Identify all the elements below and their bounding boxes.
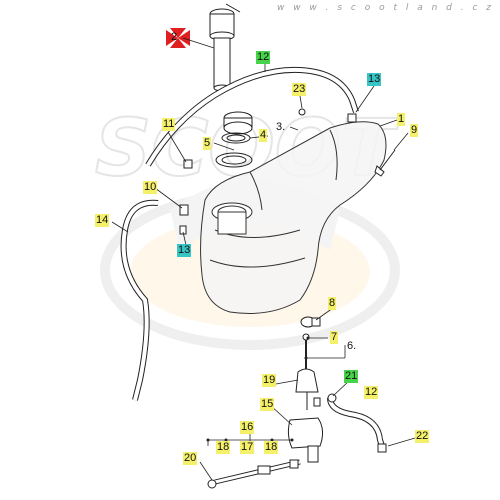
- screw-9: [374, 149, 396, 177]
- leader-lines: [111, 37, 416, 481]
- clip-11: [183, 159, 193, 169]
- fuel-pipe-assembly: [207, 459, 301, 489]
- leader-dots: [206, 336, 310, 442]
- callout-19: 19: [262, 374, 277, 387]
- callout-22: 22: [415, 430, 430, 443]
- callout-13b: 13: [177, 244, 192, 257]
- callout-9: 9: [410, 124, 419, 137]
- callout-13: 13: [367, 73, 382, 86]
- callout-23: 23: [292, 83, 307, 96]
- callout-3: 3.: [276, 121, 286, 133]
- clamp-13: [347, 113, 357, 123]
- fuel-tank: [200, 121, 387, 314]
- callout-1: 1: [397, 113, 406, 126]
- callout-18: 18: [216, 441, 231, 454]
- vent-hose-lower: [327, 397, 385, 447]
- clamp-13-lower: [179, 225, 187, 235]
- fuel-filter: [287, 417, 324, 463]
- filler-cap: [223, 111, 253, 135]
- callout-15: 15: [260, 398, 275, 411]
- callout-11: 11: [162, 118, 176, 131]
- callout-5: 5: [203, 137, 212, 150]
- callout-20: 20: [183, 452, 198, 465]
- callout-18b: 18: [264, 441, 279, 454]
- fuel-valve-19: [295, 368, 321, 410]
- callout-7: 7: [330, 331, 339, 344]
- callout-2: 2: [171, 31, 178, 43]
- callout-8: 8: [328, 297, 337, 310]
- clip-10: [179, 204, 189, 216]
- screw-23: [298, 108, 306, 116]
- fitting-22: [377, 443, 387, 453]
- callout-14: 14: [95, 214, 110, 227]
- clamp-8: [300, 316, 321, 328]
- callout-12b: 12: [364, 386, 379, 399]
- callout-10: 10: [143, 181, 158, 194]
- callout-16: 16: [240, 421, 255, 434]
- watermark-url: w w w . s c o o t l a n d . c z: [276, 3, 494, 13]
- callout-21: 21: [344, 370, 359, 383]
- filler-ring: [215, 152, 253, 168]
- callout-12: 12: [256, 51, 271, 64]
- clamp-21: [327, 393, 337, 403]
- callout-6: 6.: [347, 340, 357, 352]
- callout-17: 17: [240, 441, 255, 454]
- fuel-sender-unit: [209, 3, 241, 92]
- callout-4: 4: [259, 129, 268, 142]
